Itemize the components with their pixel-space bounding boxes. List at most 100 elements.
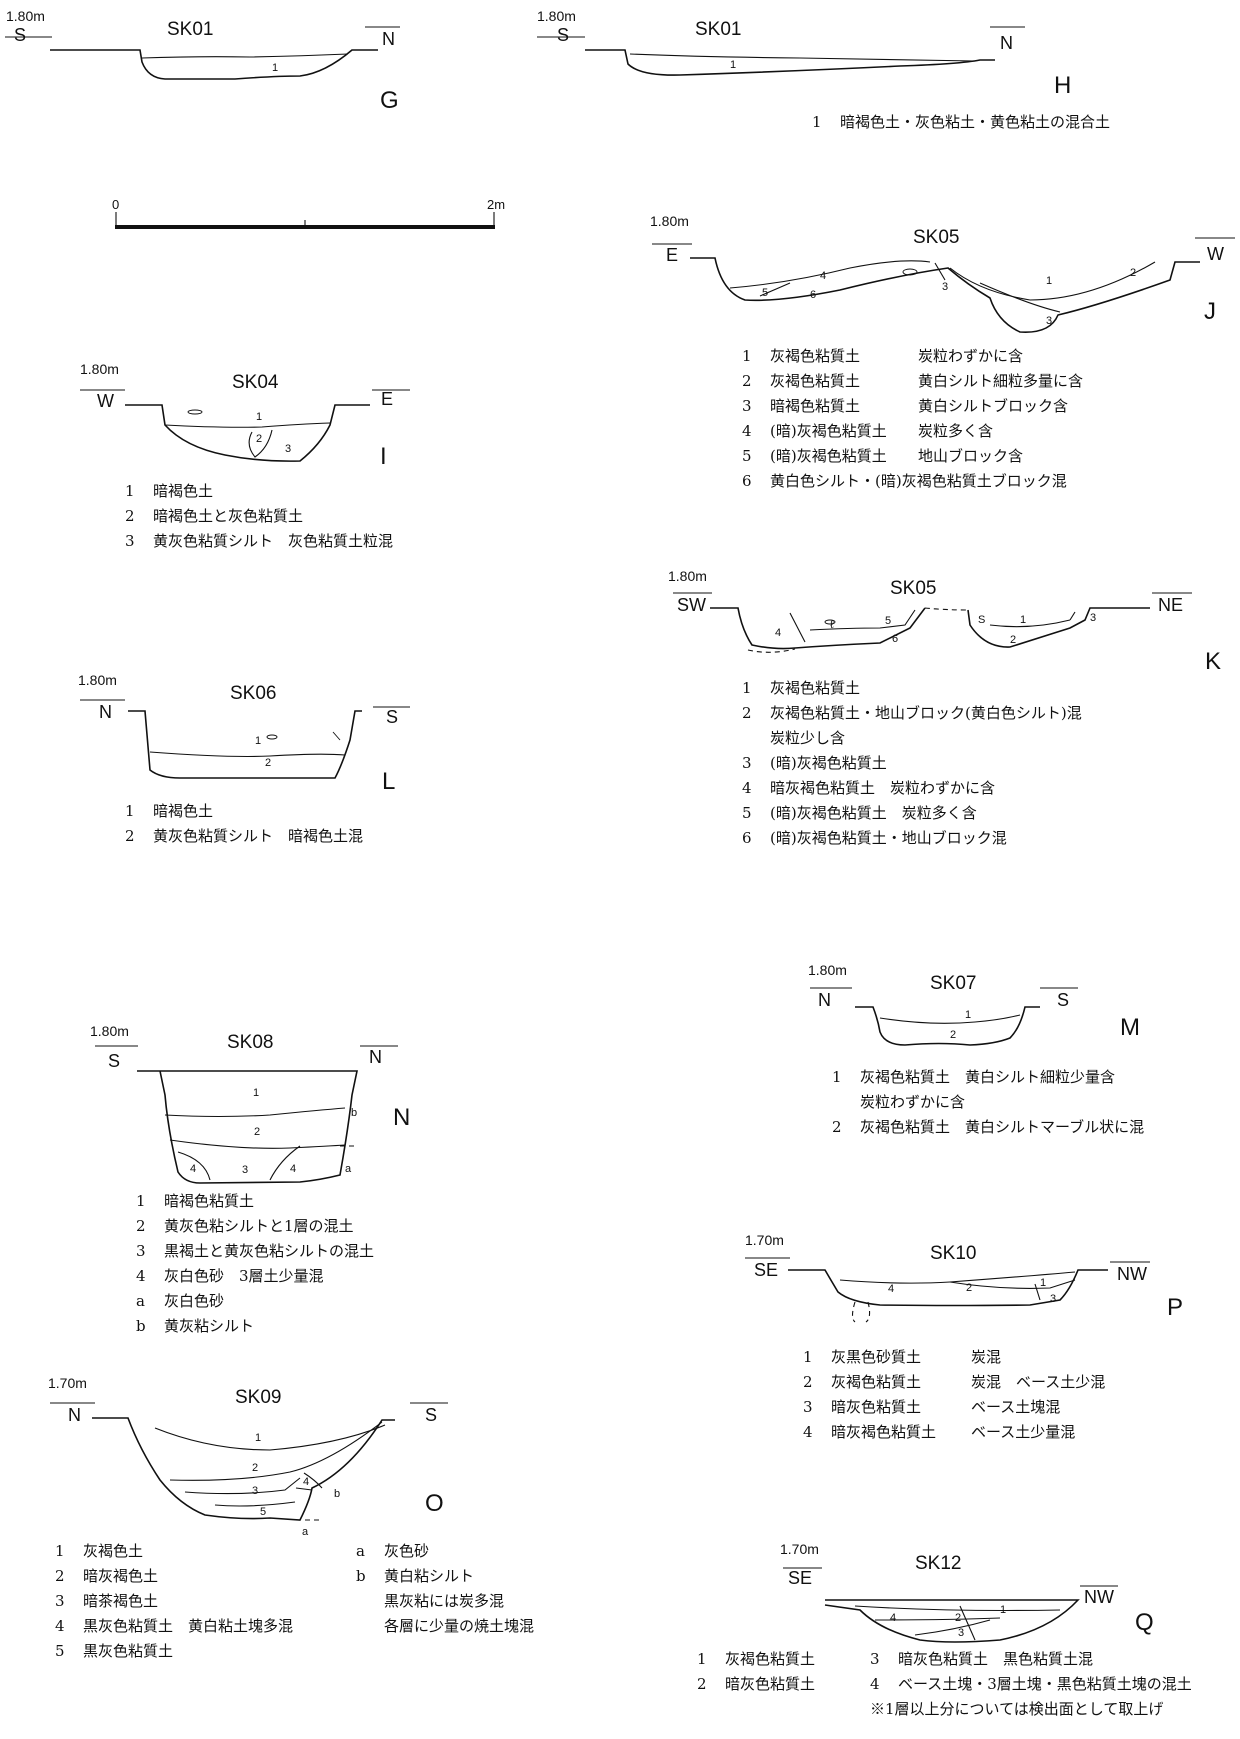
section-title: SK08 bbox=[227, 1032, 274, 1053]
svg-text:5: 5 bbox=[762, 287, 768, 299]
svg-text:1: 1 bbox=[730, 59, 736, 71]
figure-letter: J bbox=[1204, 298, 1216, 325]
direction-right: N bbox=[369, 1047, 382, 1067]
section-o-outline: 1 2 3 4 5 b a bbox=[50, 1402, 448, 1538]
scale-start-label: 0 bbox=[112, 197, 120, 212]
svg-text:1: 1 bbox=[1020, 614, 1026, 626]
svg-text:ℓ: ℓ bbox=[830, 619, 834, 631]
direction-right: S bbox=[425, 1405, 438, 1425]
svg-text:4: 4 bbox=[775, 627, 781, 639]
figure-letter: O bbox=[425, 1490, 444, 1517]
direction-right: NW bbox=[1084, 1587, 1114, 1607]
svg-text:1: 1 bbox=[255, 1432, 261, 1444]
legend-item: 3(暗)灰褐色粘質土 bbox=[742, 754, 887, 772]
elevation-label: 1.80m bbox=[80, 361, 119, 377]
direction-left: N bbox=[99, 702, 112, 722]
figure-letter: P bbox=[1167, 1294, 1184, 1321]
svg-text:a: a bbox=[345, 1163, 352, 1175]
section-title: SK01 bbox=[167, 19, 214, 40]
direction-right: NW bbox=[1117, 1264, 1147, 1284]
legend-item: 各層に少量の焼土塊混 bbox=[384, 1617, 535, 1635]
svg-text:b: b bbox=[351, 1107, 357, 1119]
section-n-outline: 1 2 4 3 4 b a bbox=[95, 1045, 398, 1184]
svg-text:5: 5 bbox=[260, 1506, 266, 1518]
section-i-outline: 1 2 3 bbox=[80, 389, 410, 462]
elevation-label: 1.80m bbox=[6, 8, 45, 24]
svg-text:3: 3 bbox=[942, 281, 948, 293]
svg-text:3: 3 bbox=[1090, 612, 1096, 624]
direction-left: S bbox=[108, 1051, 121, 1071]
svg-text:2: 2 bbox=[1130, 267, 1136, 279]
section-title: SK09 bbox=[235, 1387, 282, 1408]
svg-text:2: 2 bbox=[1010, 634, 1016, 646]
direction-left: S bbox=[14, 25, 27, 45]
scale-end-label: 2m bbox=[487, 197, 506, 212]
section-m-outline: 1 2 bbox=[810, 987, 1078, 1046]
svg-text:4: 4 bbox=[290, 1163, 296, 1175]
direction-right: N bbox=[382, 29, 395, 49]
legend-item: 5(暗)灰褐色粘質土地山ブロック含 bbox=[742, 447, 1024, 465]
svg-text:4: 4 bbox=[890, 1612, 896, 1624]
svg-text:1: 1 bbox=[256, 411, 262, 423]
direction-left: SE bbox=[788, 1568, 813, 1588]
svg-text:3: 3 bbox=[242, 1164, 248, 1176]
elevation-label: 1.80m bbox=[650, 213, 689, 229]
section-q-outline: 4 2 1 3 bbox=[783, 1567, 1118, 1643]
section-title: SK06 bbox=[230, 683, 277, 704]
svg-text:4: 4 bbox=[888, 1283, 894, 1295]
figure-letter: G bbox=[380, 87, 399, 114]
section-title: SK05 bbox=[890, 578, 937, 599]
direction-left: SW bbox=[677, 595, 706, 615]
section-title: SK04 bbox=[232, 372, 279, 393]
elevation-label: 1.80m bbox=[78, 672, 117, 688]
legend-item: 5(暗)灰褐色粘質土 炭粒多く含 bbox=[742, 804, 977, 822]
svg-text:2: 2 bbox=[252, 1462, 258, 1474]
svg-text:1: 1 bbox=[253, 1087, 259, 1099]
direction-right: S bbox=[1057, 990, 1070, 1010]
legend-item: 6(暗)灰褐色粘質土・地山ブロック混 bbox=[742, 829, 1007, 847]
direction-left: E bbox=[666, 245, 679, 265]
svg-text:2: 2 bbox=[256, 433, 262, 445]
svg-text:5: 5 bbox=[885, 615, 891, 627]
figure-letter: M bbox=[1120, 1014, 1140, 1041]
direction-right: W bbox=[1207, 244, 1224, 264]
elevation-label: 1.80m bbox=[537, 8, 576, 24]
svg-text:2: 2 bbox=[950, 1029, 956, 1041]
elevation-label: 1.70m bbox=[745, 1232, 784, 1248]
elevation-label: 1.70m bbox=[780, 1541, 819, 1557]
elevation-label: 1.70m bbox=[48, 1375, 87, 1391]
section-title: SK01 bbox=[695, 19, 742, 40]
elevation-label: 1.80m bbox=[808, 962, 847, 978]
section-title: SK10 bbox=[930, 1243, 977, 1264]
figure-letter: Q bbox=[1135, 1609, 1154, 1636]
svg-text:1: 1 bbox=[272, 62, 278, 74]
scale-bar bbox=[115, 212, 495, 229]
